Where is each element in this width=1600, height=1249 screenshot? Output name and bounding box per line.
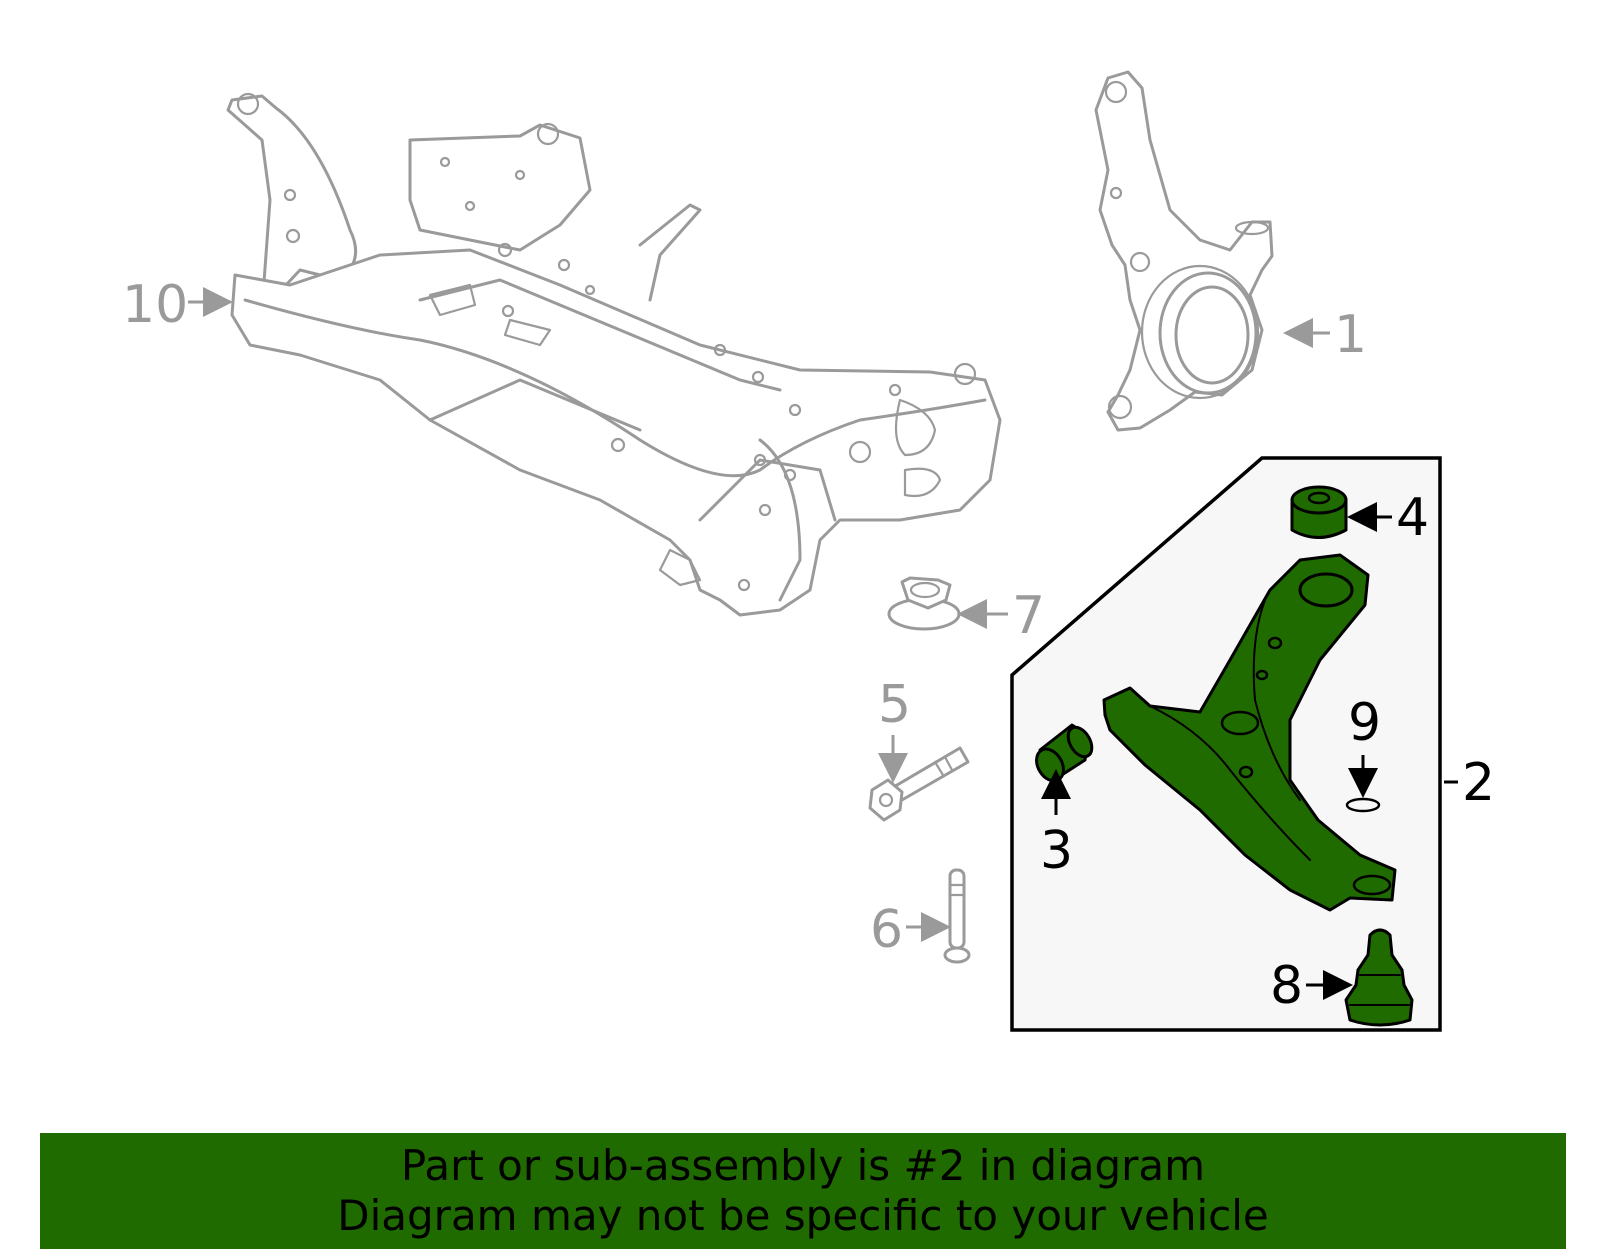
callout-2: 2 — [1462, 753, 1495, 813]
callout-8: 8 — [1270, 956, 1303, 1016]
bolt-5 — [868, 746, 970, 822]
banner-line-2: Diagram may not be specific to your vehi… — [337, 1191, 1269, 1240]
bolt-6 — [943, 868, 971, 964]
flange-nut — [887, 576, 961, 631]
bushing-4 — [1290, 485, 1348, 539]
parts-diagram: 10 1 7 5 6 4 3 9 8 2 — [122, 70, 1495, 1032]
callout-5: 5 — [878, 675, 911, 735]
clip-ring-9 — [1345, 797, 1381, 813]
steering-knuckle — [1094, 70, 1274, 432]
lower-control-arm — [1102, 553, 1397, 912]
callout-3: 3 — [1040, 821, 1073, 881]
callout-9: 9 — [1348, 693, 1381, 753]
callout-1: 1 — [1334, 305, 1367, 365]
callout-4: 4 — [1396, 488, 1429, 548]
subframe-crossmember — [226, 92, 1002, 617]
callout-7: 7 — [1012, 586, 1045, 646]
ball-joint-8 — [1344, 928, 1414, 1027]
banner-line-1: Part or sub-assembly is #2 in diagram — [400, 1141, 1206, 1190]
callout-6: 6 — [870, 900, 903, 960]
info-banner: Part or sub-assembly is #2 in diagram Di… — [40, 1133, 1566, 1249]
callout-10: 10 — [122, 275, 188, 335]
